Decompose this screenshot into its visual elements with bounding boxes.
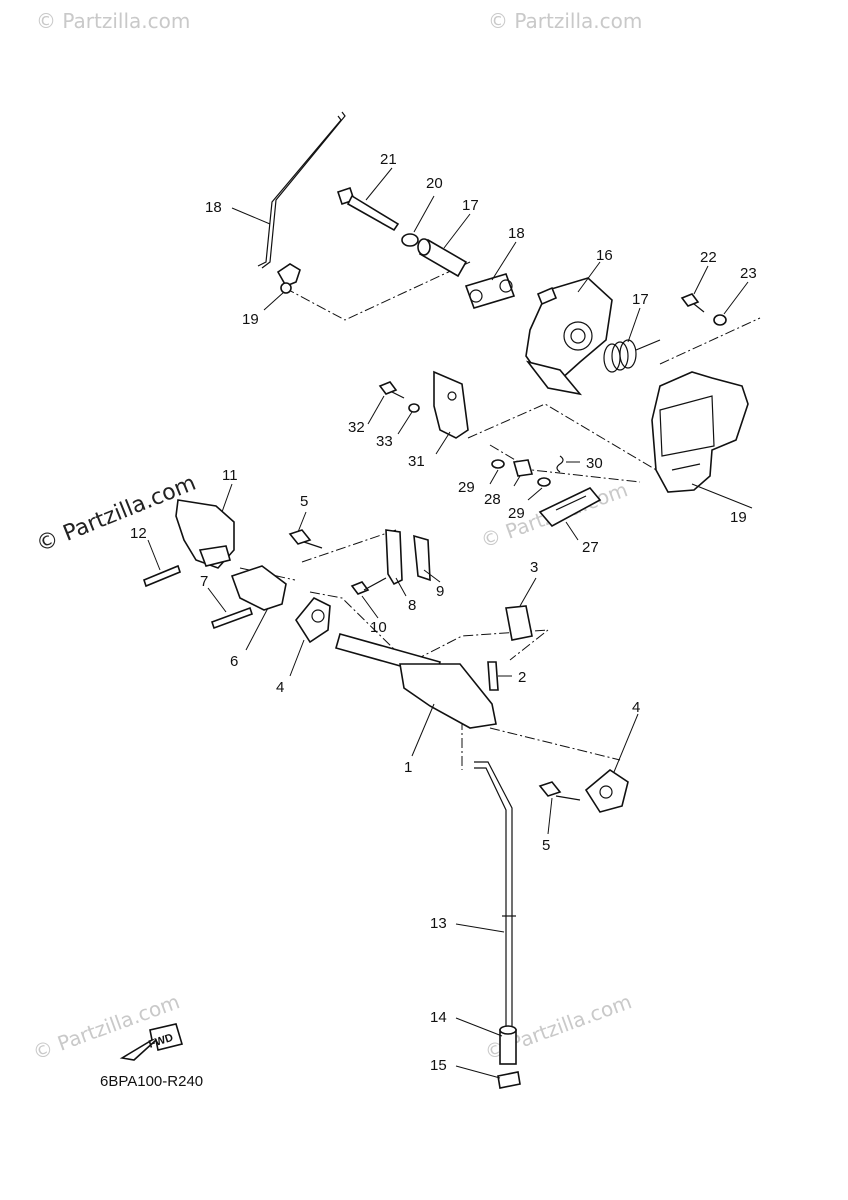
- callout-3: 3: [530, 559, 538, 576]
- callout-31: 31: [408, 453, 425, 470]
- callout-32: 32: [348, 419, 365, 436]
- callout-7: 7: [200, 573, 208, 590]
- diagram-code: 6BPA100-R240: [100, 1073, 203, 1090]
- part-21-rod: [257, 111, 346, 288]
- callout-28: 28: [484, 491, 501, 508]
- part-15-nut: [497, 1071, 521, 1089]
- callout-29b: 29: [508, 505, 525, 522]
- part-12-pin: [143, 564, 181, 588]
- part-10-screw: [350, 577, 387, 595]
- callout-9: 9: [436, 583, 444, 600]
- part-32-screw: [378, 381, 405, 399]
- callout-2: 2: [518, 669, 526, 686]
- part-16-cam: [525, 277, 613, 396]
- callout-13: 13: [430, 915, 447, 932]
- callout-15: 15: [430, 1057, 447, 1074]
- leader-lines: [147, 167, 753, 1079]
- part-30-clip: [556, 455, 564, 473]
- callout-24: 21: [380, 151, 397, 168]
- part-23-washer: [401, 233, 419, 247]
- part-2-pin: [487, 661, 499, 691]
- callout-4b: 4: [632, 699, 640, 716]
- part-4-nut-right: [584, 769, 629, 813]
- callout-16: 16: [596, 247, 613, 264]
- part-1-shaft: [335, 633, 497, 729]
- callout-27: 27: [582, 539, 599, 556]
- callout-12: 12: [130, 525, 147, 542]
- callout-11: 11: [222, 467, 238, 484]
- callout-21: 18: [205, 199, 222, 216]
- watermarks: © Partzilla.com © Partzilla.com © Partzi…: [30, 9, 643, 1065]
- callout-25: 22: [700, 249, 717, 266]
- part-8-bracket: [385, 529, 403, 586]
- watermark-top-left: © Partzilla.com: [36, 9, 190, 33]
- part-27-slider: [538, 487, 602, 528]
- part-6-cam: [230, 565, 287, 611]
- part-3-clip: [505, 605, 533, 641]
- callout-29a: 29: [458, 479, 475, 496]
- part-5-bolt-top: [288, 529, 323, 549]
- callout-19: 19: [242, 311, 259, 328]
- callout-14: 14: [430, 1009, 447, 1026]
- callout-5a: 5: [300, 493, 308, 510]
- part-4-nut-left: [295, 596, 331, 644]
- callout-17: 17: [632, 291, 649, 308]
- watermark-top-right: © Partzilla.com: [488, 9, 642, 33]
- callout-22: 19: [730, 509, 747, 526]
- part-19-clip: [280, 282, 292, 294]
- part-9-plate: [413, 534, 431, 582]
- alignment-lines: [239, 261, 761, 770]
- callout-1: 1: [404, 759, 412, 776]
- part-28-collar: [512, 459, 534, 477]
- part-13-rod: [474, 761, 516, 1054]
- fwd-arrow-icon: FWD: [119, 1023, 184, 1061]
- part-29-washer-a: [491, 459, 505, 469]
- part-24-bolt: [336, 186, 400, 232]
- part-7-pin: [210, 606, 254, 630]
- part-25-screw: [680, 293, 705, 313]
- callout-20: 17: [462, 197, 479, 214]
- part-14-sleeve: [499, 1025, 517, 1065]
- callout-26: 23: [740, 265, 757, 282]
- callout-6: 6: [230, 653, 238, 670]
- part-11-lever: [175, 499, 235, 569]
- part-17-spring: [603, 339, 661, 373]
- callout-33: 33: [376, 433, 393, 450]
- part-29-washer-b: [537, 477, 551, 487]
- part-31-plate: [433, 370, 469, 439]
- callout-18: 18: [508, 225, 525, 242]
- callout-5b: 5: [542, 837, 550, 854]
- part-5-bolt-bottom: [538, 781, 581, 801]
- callout-8: 8: [408, 597, 416, 614]
- part-26-washer: [713, 314, 727, 326]
- part-18-link: [464, 273, 516, 309]
- callout-30: 30: [586, 455, 603, 472]
- callout-23: 20: [426, 175, 443, 192]
- part-20-collar: [417, 238, 468, 278]
- part-33-washer: [408, 403, 420, 413]
- callout-10: 10: [370, 619, 387, 636]
- callout-4a: 4: [276, 679, 284, 696]
- watermark-mid-left: © Partzilla.com: [33, 471, 200, 558]
- part-22-bracket: [651, 371, 749, 493]
- callout-labels: 18 21 20 17 18 16 17 22 23 19 19 32 33 3…: [130, 151, 757, 1074]
